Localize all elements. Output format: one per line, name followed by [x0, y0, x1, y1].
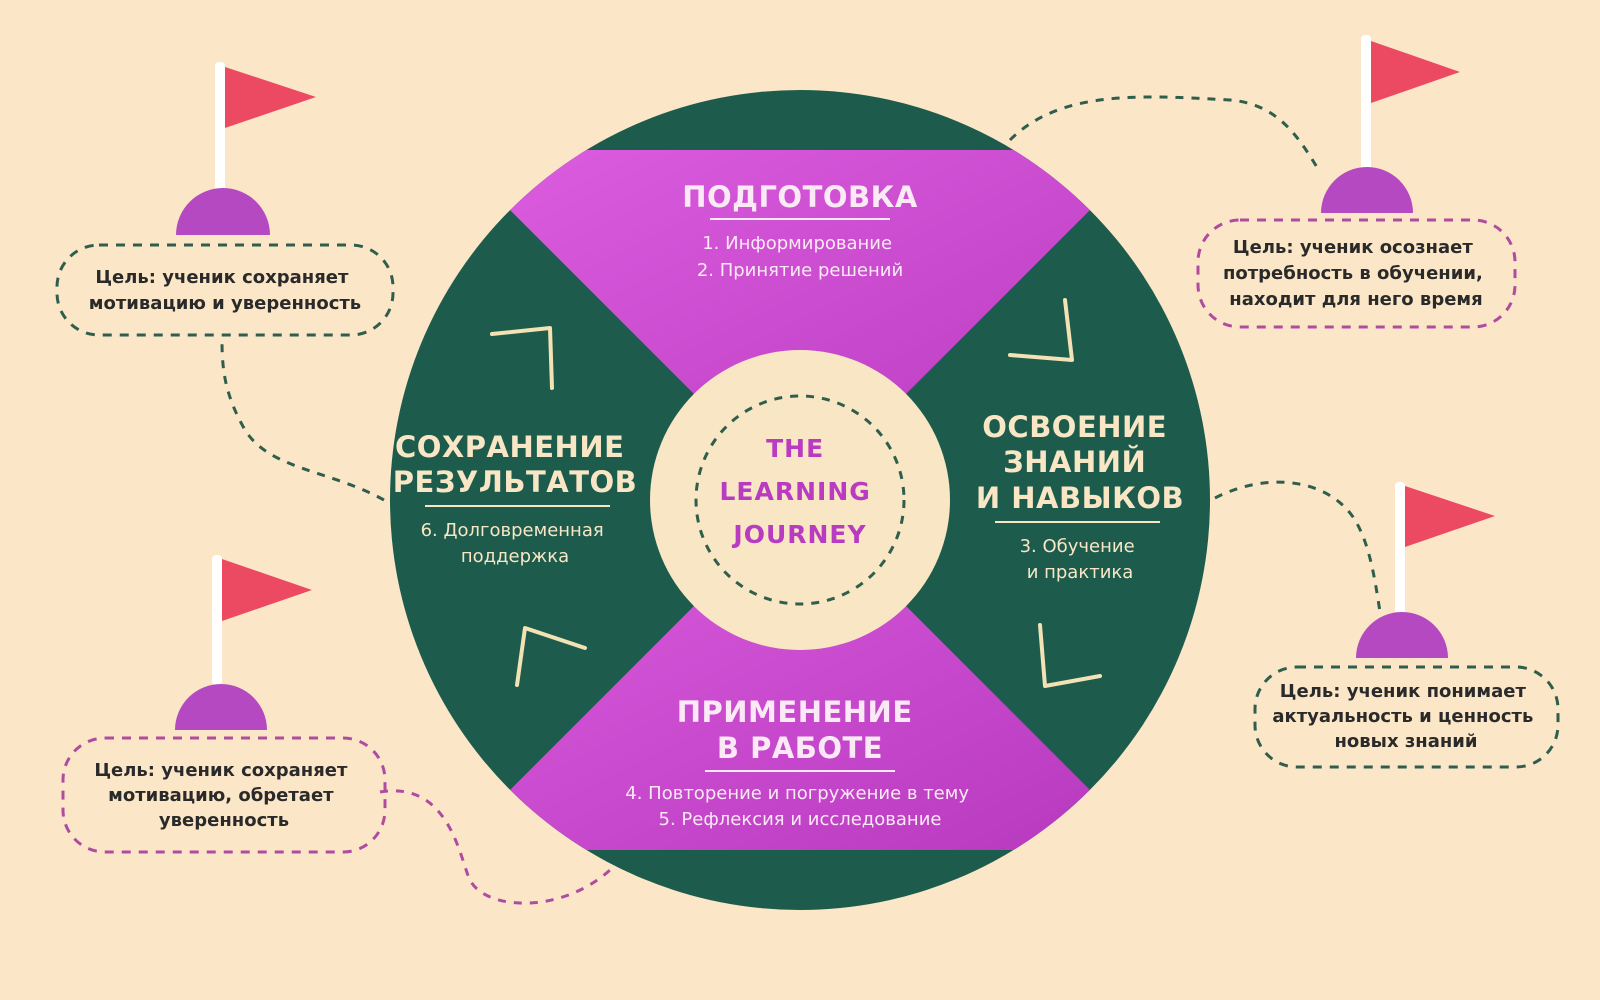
- pin-icon: [1321, 167, 1413, 213]
- segment-right-items: 3. Обучение и практика: [1020, 536, 1141, 583]
- connector-bottom-left: [379, 789, 612, 905]
- segment-top-fill: [450, 150, 1150, 500]
- segment-left: СОХРАНЕНИЕ РЕЗУЛЬТАТОВ 6. Долговременная…: [393, 430, 637, 567]
- arrow-icon-top-left: [490, 326, 554, 390]
- flag-pole: [1361, 35, 1371, 175]
- segment-top: ПОДГОТОВКА 1. Информирование 2. Принятие…: [682, 180, 918, 281]
- connector-paths: [220, 95, 1382, 905]
- connector-top-right: [1008, 95, 1322, 173]
- segment-left-heading: СОХРАНЕНИЕ РЕЗУЛЬТАТОВ: [393, 430, 637, 499]
- goal-box-bottom-right: Цель: ученик понимает актуальность и цен…: [1253, 665, 1560, 769]
- pin-icon: [175, 684, 267, 730]
- segment-right: ОСВОЕНИЕ ЗНАНИЙ И НАВЫКОВ 3. Обучение и …: [976, 410, 1184, 583]
- goal-box-bottom-left: Цель: ученик сохраняет мотивацию, обрета…: [61, 736, 387, 854]
- center-title: THE LEARNING JOURNEY: [720, 434, 881, 549]
- flag-top-left: [176, 62, 316, 235]
- connector-left: [220, 339, 385, 502]
- center-title-line: LEARNING: [720, 477, 871, 506]
- flag-icon: [1405, 486, 1495, 547]
- segment-bottom-items: 4. Повторение и погружение в тему 5. Реф…: [625, 783, 974, 830]
- segment-top-heading: ПОДГОТОВКА: [682, 180, 918, 214]
- goal-text: Цель: ученик понимает актуальность и цен…: [1272, 681, 1539, 752]
- wheel-center: [650, 350, 950, 650]
- segment-right-heading: ОСВОЕНИЕ ЗНАНИЙ И НАВЫКОВ: [976, 410, 1184, 515]
- direction-arrows: [490, 298, 1102, 688]
- segment-bottom: ПРИМЕНЕНИЕ В РАБОТЕ 4. Повторение и погр…: [625, 695, 974, 830]
- flag-icon: [222, 559, 312, 621]
- goal-box-border: [55, 243, 395, 337]
- goal-text: Цель: ученик осознает потребность в обуч…: [1223, 237, 1489, 310]
- goal-box-top-right: Цель: ученик осознает потребность в обуч…: [1196, 218, 1517, 329]
- flag-bottom-left: [175, 555, 312, 730]
- segment-left-items: 6. Долговременная поддержка: [421, 520, 610, 567]
- segment-bottom-fill: [450, 500, 1150, 850]
- pin-icon: [1356, 612, 1448, 658]
- goal-box-border: [1253, 665, 1560, 769]
- goal-text: Цель: ученик сохраняет мотивацию и увере…: [89, 267, 361, 314]
- arrow-icon-bottom-right: [1038, 623, 1102, 688]
- arrow-icon-bottom-left: [515, 626, 587, 687]
- arrow-icon-top-right: [1008, 298, 1074, 362]
- flag-pole: [212, 555, 222, 685]
- flag-pole: [215, 62, 225, 197]
- flag-icon: [225, 67, 316, 128]
- learning-wheel: [390, 90, 1210, 910]
- segment-bottom-heading: ПРИМЕНЕНИЕ В РАБОТЕ: [677, 695, 924, 765]
- pin-icon: [176, 188, 270, 235]
- flag-bottom-right: [1356, 482, 1495, 658]
- center-title-line: JOURNEY: [731, 520, 866, 549]
- connector-right: [1214, 480, 1382, 613]
- segment-top-items: 1. Информирование 2. Принятие решений: [697, 233, 903, 281]
- goal-box-border: [1196, 218, 1517, 329]
- flag-top-right: [1321, 35, 1460, 213]
- goal-box-border: [61, 736, 387, 854]
- goal-text: Цель: ученик сохраняет мотивацию, обрета…: [94, 760, 353, 831]
- center-title-line: THE: [766, 434, 824, 463]
- center-dashed-ring: [694, 394, 906, 606]
- flag-icon: [1371, 41, 1460, 103]
- flag-pole: [1395, 482, 1405, 617]
- goal-box-top-left: Цель: ученик сохраняет мотивацию и увере…: [55, 243, 395, 337]
